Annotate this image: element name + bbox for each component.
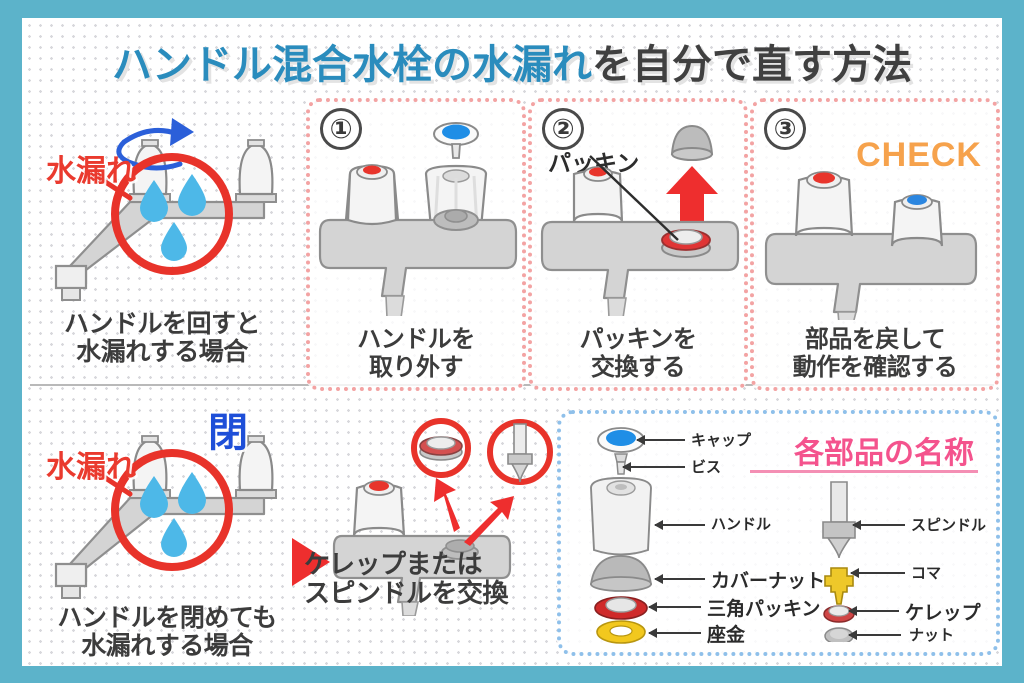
infographic-canvas: ハンドル混合水栓の水漏れを自分で直す方法: [22, 18, 1002, 666]
step3-caption: 部品を戻して 動作を確認する: [754, 326, 996, 381]
legend-label-kerep: ケレップ: [905, 603, 981, 624]
step3-illustration: [764, 171, 978, 320]
step1-caption-line1: ハンドルを: [357, 326, 475, 354]
legend-left-parts-illustration: [589, 427, 653, 644]
step1-caption: ハンドルを 取り外す: [310, 326, 522, 381]
step3-caption-line1: 部品を戻して: [804, 326, 946, 354]
bottom-left-caption-line2: 水漏れする場合: [81, 632, 253, 660]
legend-arrow-triangle-packing: [648, 602, 701, 612]
step2-caption-line2: 交換する: [591, 353, 686, 381]
top-left-faucet-illustration: [54, 118, 277, 301]
legend-label-handle: ハンドル: [711, 516, 772, 533]
legend-label-nut: ナット: [909, 627, 955, 644]
legend-arrow-washer: [648, 628, 701, 638]
legend-arrow-cap: [636, 435, 685, 445]
step1-illustration: [318, 122, 518, 316]
legend-arrow-nut: [848, 630, 901, 640]
legend-arrow-koma: [850, 568, 905, 578]
legend-label-spindle: スピンドル: [911, 517, 987, 534]
step-number-2: ②: [542, 108, 584, 150]
legend-title-underline: [750, 470, 978, 473]
legend-label-cap: キャップ: [691, 432, 752, 449]
bottom-middle-caption-line1: ケレップまたは: [304, 549, 482, 579]
legend-right-parts-illustration: [822, 481, 856, 642]
page-title-highlight: ハンドル混合水栓の水漏れ: [112, 43, 592, 87]
bottom-middle-caption-line2: スピンドルを交換: [304, 578, 509, 609]
legend-arrow-screw: [622, 462, 685, 472]
step-number-3: ③: [764, 108, 806, 150]
legend-title: 各部品の名称: [794, 437, 974, 470]
bottom-middle-illustration: [292, 418, 553, 616]
bottom-left-leak-label: 水漏れ: [46, 451, 136, 484]
legend-label-cover-nut: カバーナット: [711, 571, 826, 592]
top-left-caption: ハンドルを回すと 水漏れする場合: [22, 310, 302, 366]
bottom-left-caption-line1: ハンドルを閉めても: [57, 604, 277, 632]
bottom-left-caption: ハンドルを閉めても 水漏れする場合: [22, 604, 312, 660]
legend-label-koma: コマ: [911, 565, 942, 582]
legend-arrow-handle: [654, 520, 705, 530]
legend-arrow-spindle: [852, 520, 905, 530]
step3-check-label: CHECK: [856, 136, 982, 174]
step-panel-3: ③ CHECK 部品を戻して 動作を確認する: [750, 98, 1000, 391]
legend-arrow-kerep: [848, 606, 899, 616]
bottom-left-faucet-illustration: [54, 435, 277, 599]
legend-arrow-covernut: [654, 574, 705, 584]
legend-label-triangle-packing: 三角パッキン: [707, 599, 821, 620]
bottom-middle-caption: ケレップまたは スピンドルを交換: [304, 549, 566, 609]
parts-legend-panel: 各部品の名称: [557, 410, 1000, 656]
page-title: ハンドル混合水栓の水漏れを自分で直す方法: [22, 32, 1002, 90]
step-panel-2: ② パッキン: [528, 98, 748, 391]
top-left-caption-line2: 水漏れする場合: [76, 338, 248, 366]
step-panel-1: ①: [306, 98, 526, 391]
top-left-leak-label: 水漏れ: [46, 155, 136, 188]
page-title-rest: を自分で直す方法: [592, 43, 912, 87]
bottom-left-closed-label: 閉: [208, 411, 248, 455]
step1-caption-line2: 取り外す: [369, 353, 464, 381]
step2-caption: パッキンを 交換する: [532, 326, 744, 381]
step-number-1: ①: [320, 108, 362, 150]
top-left-caption-line1: ハンドルを回すと: [63, 310, 261, 338]
step2-caption-line1: パッキンを: [579, 326, 697, 354]
step2-illustration: [540, 124, 740, 316]
legend-label-screw: ビス: [691, 459, 722, 476]
legend-label-washer: 座金: [707, 625, 746, 646]
step3-caption-line2: 動作を確認する: [792, 353, 958, 381]
